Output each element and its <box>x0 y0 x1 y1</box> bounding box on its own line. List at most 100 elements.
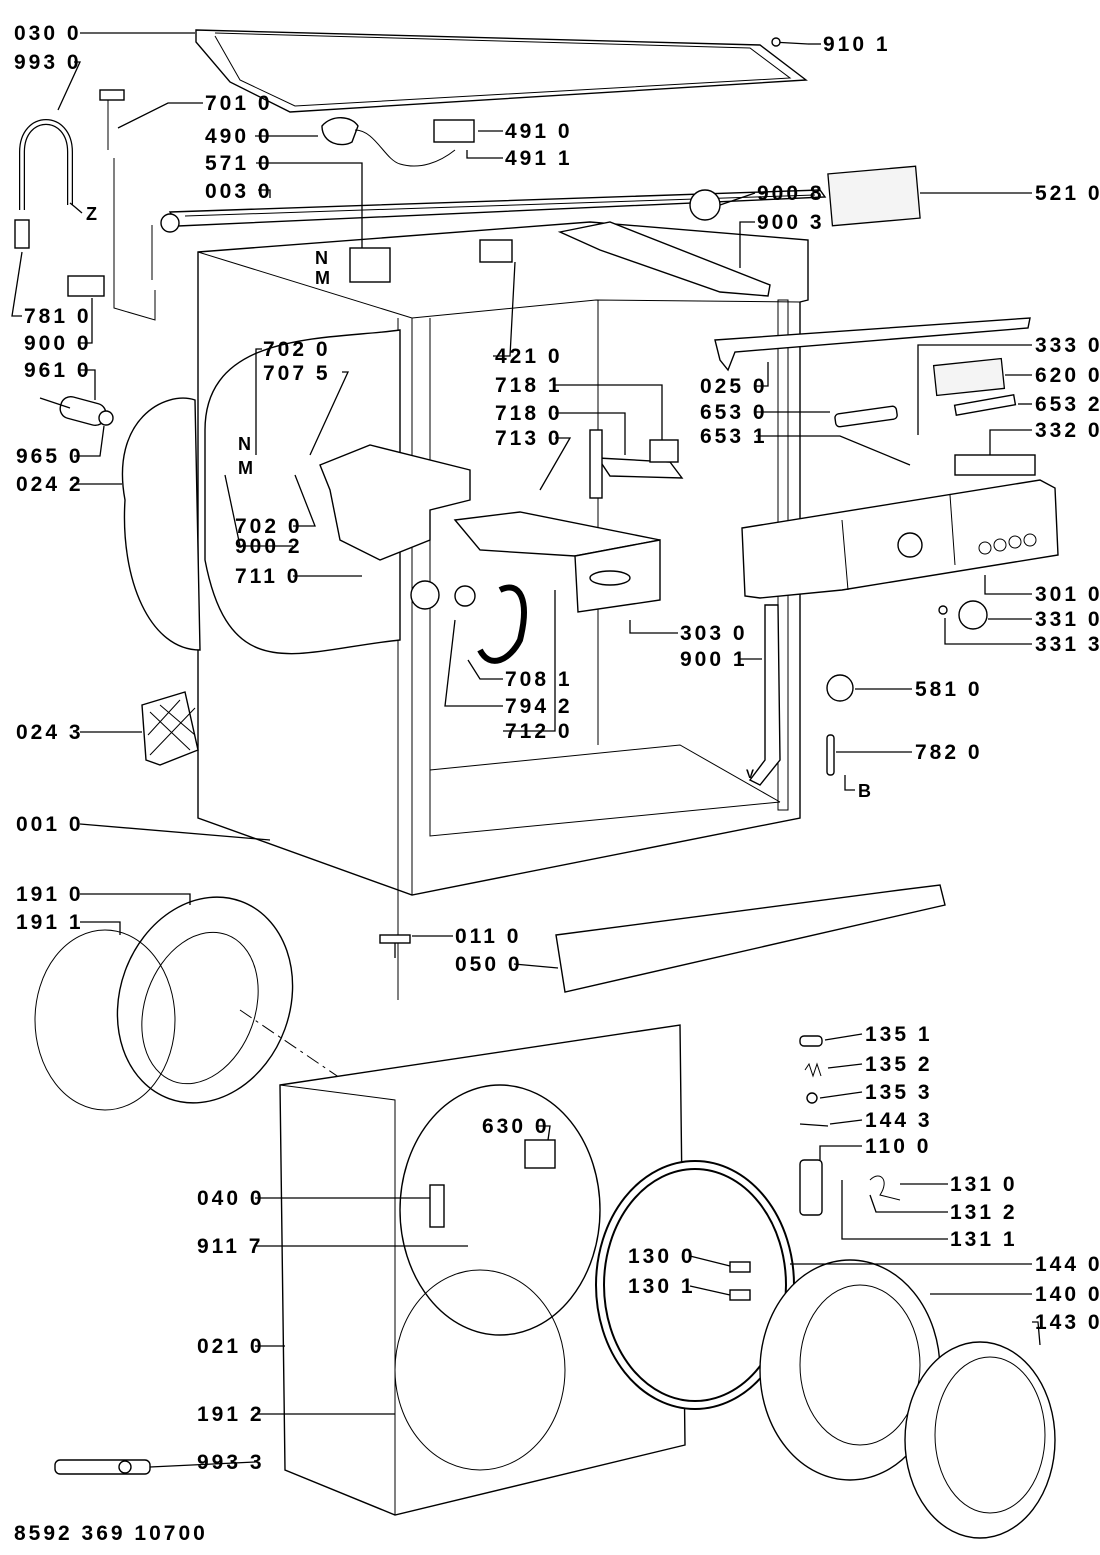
cabinet <box>197 221 809 1000</box>
callout-143-0: 143 0 <box>1035 1311 1100 1334</box>
hose-clamp <box>454 585 476 607</box>
callout-581-0: 581 0 <box>915 678 983 701</box>
callout-140-0: 140 0 <box>1035 1283 1100 1306</box>
door-trim <box>904 1341 1056 1539</box>
leader-lines <box>11 32 1041 1468</box>
callout-050-0: 050 0 <box>455 953 523 976</box>
document-number: 8592 369 10700 <box>14 1522 208 1545</box>
marker-v: V <box>746 767 754 781</box>
top-lid <box>195 29 808 113</box>
callout-131-1: 131 1 <box>950 1228 1018 1251</box>
callout-521-0: 521 0 <box>1035 182 1100 205</box>
part-965-0 <box>98 410 114 426</box>
callout-620-0: 620 0 <box>1035 364 1100 387</box>
callout-labels: 030 0 993 0 701 0 490 0 571 0 003 0 781 … <box>14 22 1100 1545</box>
pcb-620-0 <box>932 357 1006 397</box>
callout-718-0: 718 0 <box>495 402 563 425</box>
part-900-8 <box>689 189 721 221</box>
callout-191-2: 191 2 <box>197 1403 265 1426</box>
spring-135-2 <box>804 1062 822 1078</box>
part-653-2 <box>953 394 1017 416</box>
callout-900-0: 900 0 <box>24 332 92 355</box>
pressure-switch <box>826 674 854 702</box>
callout-135-1: 135 1 <box>865 1023 933 1046</box>
callout-130-0: 130 0 <box>628 1245 696 1268</box>
callout-191-0: 191 0 <box>16 883 84 906</box>
callout-993-0: 993 0 <box>14 51 82 74</box>
part-718-0 <box>596 457 684 479</box>
control-panel <box>741 479 1059 599</box>
inlet-valve <box>349 247 391 283</box>
seal-wire-191-1 <box>34 929 176 1111</box>
callout-900-3: 900 3 <box>757 211 825 234</box>
marker-m-valve: M <box>315 268 330 288</box>
callout-900-8: 900 8 <box>757 182 825 205</box>
part-135-1 <box>799 1035 823 1047</box>
callout-718-1: 718 1 <box>495 374 563 397</box>
knob-331-0 <box>958 600 988 630</box>
part-713-strip <box>589 429 603 499</box>
bracket-900-3 <box>557 221 771 297</box>
front-crossbar <box>714 317 1031 372</box>
kickplate <box>555 884 946 993</box>
door-seal <box>116 896 294 1104</box>
callout-653-1: 653 1 <box>700 425 768 448</box>
callout-135-2: 135 2 <box>865 1053 933 1076</box>
callout-331-0: 331 0 <box>1035 608 1100 631</box>
foot <box>379 934 411 944</box>
callout-491-0: 491 0 <box>505 120 573 143</box>
buttons-332-0 <box>954 454 1036 476</box>
callout-711-0: 711 0 <box>235 565 301 588</box>
callout-900-2: 900 2 <box>235 535 303 558</box>
drain-hose-fitting <box>99 89 125 101</box>
callout-490-0: 490 0 <box>205 125 273 148</box>
callout-491-1: 491 1 <box>505 147 573 170</box>
grille-024-3 <box>141 691 199 766</box>
tool-993-3 <box>54 1459 151 1475</box>
callout-910-1: 910 1 <box>823 33 891 56</box>
callout-131-0: 131 0 <box>950 1173 1018 1196</box>
callout-701-0: 701 0 <box>205 92 273 115</box>
callout-001-0: 001 0 <box>16 813 84 836</box>
hose-nut <box>14 219 30 249</box>
part-718-1 <box>649 439 679 463</box>
callout-794-2: 794 2 <box>505 695 573 718</box>
inlet-hose <box>19 119 73 210</box>
dispenser-outlet <box>410 580 440 610</box>
washer-135-3 <box>806 1092 818 1104</box>
callout-191-1: 191 1 <box>16 911 84 934</box>
marker-n-hose: N <box>238 434 251 454</box>
bellows-hose <box>477 584 527 664</box>
door-lock-630-0 <box>524 1139 556 1169</box>
callout-653-2: 653 2 <box>1035 393 1100 416</box>
interference-filter <box>433 119 475 143</box>
callout-331-3: 331 3 <box>1035 633 1100 656</box>
callout-332-0: 332 0 <box>1035 419 1100 442</box>
callout-003-0: 003 0 <box>205 180 273 203</box>
marker-n-valve: N <box>315 248 328 268</box>
marker-b: B <box>858 781 871 801</box>
callout-900-1: 900 1 <box>680 648 748 671</box>
callout-911-7: 911 7 <box>197 1235 263 1258</box>
callout-301-0: 301 0 <box>1035 583 1100 606</box>
callout-144-3: 144 3 <box>865 1109 933 1132</box>
callout-144-0: 144 0 <box>1035 1253 1100 1276</box>
callout-965-0: 965 0 <box>16 445 84 468</box>
part-782-0 <box>826 734 835 776</box>
callout-708-1: 708 1 <box>505 668 573 691</box>
callout-011-0: 011 0 <box>455 925 521 948</box>
hinge-130-1 <box>729 1289 751 1301</box>
callout-421-0: 421 0 <box>495 345 563 368</box>
callout-110-0: 110 0 <box>865 1135 931 1158</box>
callout-303-0: 303 0 <box>680 622 748 645</box>
callout-707-5: 707 5 <box>263 362 331 385</box>
callout-781-0: 781 0 <box>24 305 92 328</box>
wiring-channel-900-1 <box>748 604 781 786</box>
marker-m-hose: M <box>238 458 253 478</box>
callout-702-0-lower: 702 0 <box>235 515 303 538</box>
dispenser-housing <box>319 444 471 561</box>
callout-131-2: 131 2 <box>950 1201 1018 1224</box>
callout-021-0: 021 0 <box>197 1335 265 1358</box>
